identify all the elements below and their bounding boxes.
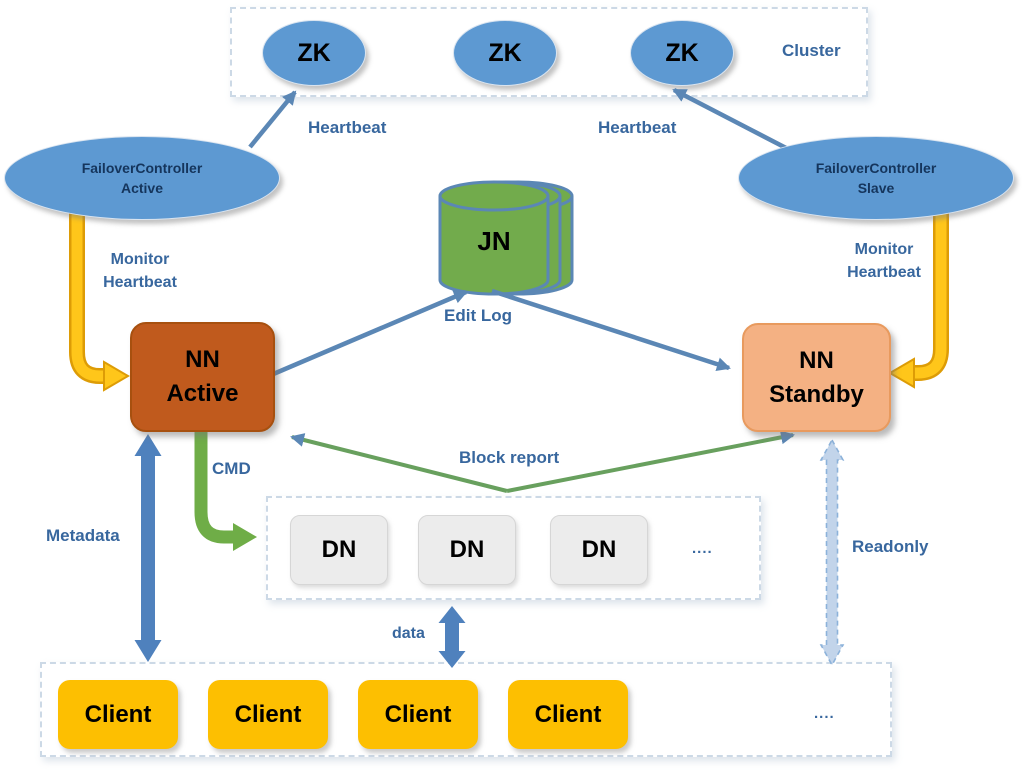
editlog-arrow-active-to-jn	[270, 289, 468, 378]
namenode-standby: NN Standby	[742, 323, 891, 432]
zookeeper-cluster-box: ZK ZK ZK Cluster	[230, 7, 868, 97]
failover-slave-line2: Slave	[857, 180, 895, 196]
monitor-right-line2: Heartbeat	[847, 264, 921, 281]
monitor-left-line2: Heartbeat	[103, 274, 177, 291]
failover-active-line1: FailoverController	[81, 160, 203, 176]
monitor-heartbeat-label-left: Monitor Heartbeat	[92, 248, 188, 294]
client-1: Client	[58, 680, 178, 749]
cmd-label: CMD	[212, 459, 251, 478]
client-3-label: Client	[384, 700, 452, 728]
namenode-active: NN Active	[130, 322, 275, 432]
clients-more-dots: ....	[814, 705, 835, 722]
zk-node-2: ZK	[453, 20, 557, 86]
editlog-arrow-jn-to-standby	[491, 288, 731, 371]
monitor-arrow-left	[69, 203, 130, 392]
clients-box: Client Client Client Client ....	[40, 662, 892, 757]
client-2: Client	[208, 680, 328, 749]
nn-standby-line1: NN	[799, 346, 834, 374]
zk-node-1-label: ZK	[297, 38, 331, 67]
failover-slave-line1: FailoverController	[815, 160, 937, 176]
failover-controller-active: FailoverController Active	[4, 136, 280, 220]
metadata-label: Metadata	[46, 526, 120, 545]
failover-controller-slave: FailoverController Slave	[738, 136, 1014, 220]
cmd-arrow	[194, 426, 257, 551]
block-report-line-left	[290, 433, 508, 493]
zk-node-2-label: ZK	[488, 38, 522, 67]
datanode-2: DN	[418, 515, 516, 585]
metadata-arrow	[134, 434, 162, 662]
block-report-label: Block report	[459, 448, 560, 467]
jn-database-icon	[438, 180, 574, 296]
datanode-3: DN	[550, 515, 648, 585]
data-arrow	[438, 606, 466, 668]
readonly-arrow	[819, 438, 845, 667]
jn-label: JN	[477, 226, 511, 256]
client-4-label: Client	[534, 700, 602, 728]
edit-log-label: Edit Log	[444, 306, 512, 325]
failover-active-line2: Active	[120, 180, 164, 196]
client-3: Client	[358, 680, 478, 749]
zk-node-1: ZK	[262, 20, 366, 86]
data-label: data	[392, 625, 425, 642]
datanodes-more-dots: ....	[692, 540, 713, 557]
heartbeat-arrow-left	[248, 90, 297, 149]
monitor-right-line1: Monitor	[854, 241, 914, 258]
heartbeat-arrow-right	[672, 88, 790, 151]
datanode-1-label: DN	[321, 536, 357, 563]
datanodes-box: DN DN DN ....	[266, 496, 761, 600]
readonly-label: Readonly	[852, 537, 929, 556]
nn-standby-line2: Standby	[769, 380, 864, 408]
client-2-label: Client	[234, 700, 302, 728]
nn-active-line2: Active	[166, 380, 239, 407]
monitor-left-line1: Monitor	[110, 251, 170, 268]
heartbeat-label-left: Heartbeat	[308, 118, 387, 137]
datanode-3-label: DN	[581, 536, 617, 563]
datanode-2-label: DN	[449, 536, 485, 563]
client-4: Client	[508, 680, 628, 749]
heartbeat-label-right: Heartbeat	[598, 118, 677, 137]
block-report-line-right	[506, 430, 795, 493]
datanode-1: DN	[290, 515, 388, 585]
zk-node-3-label: ZK	[665, 38, 699, 67]
nn-active-line1: NN	[185, 346, 220, 373]
monitor-heartbeat-label-right: Monitor Heartbeat	[836, 238, 932, 284]
zk-node-3: ZK	[630, 20, 734, 86]
cluster-label: Cluster	[782, 41, 841, 60]
monitor-arrow-right	[888, 203, 949, 389]
client-1-label: Client	[84, 700, 152, 728]
